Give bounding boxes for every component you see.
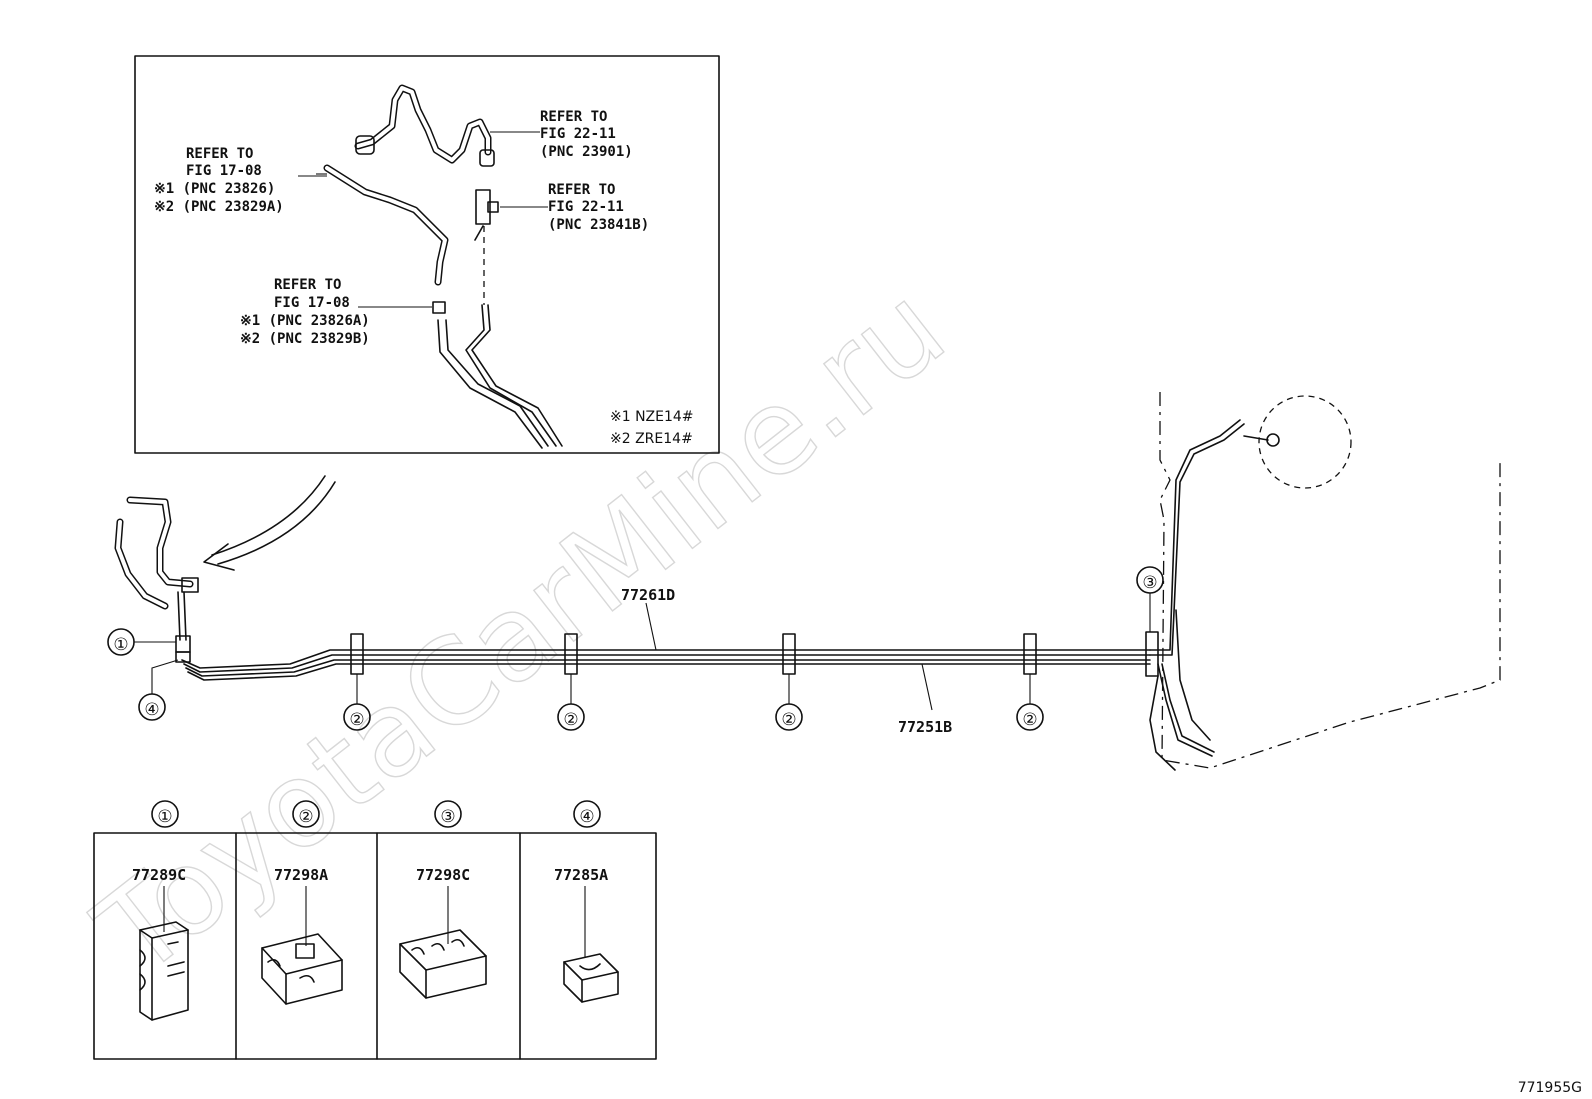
main-assembly: 77261D 77251B ① ④ ② ② ②: [107, 392, 1501, 771]
svg-text:FIG 17-08: FIG 17-08: [186, 163, 262, 179]
svg-text:FIG 17-08: FIG 17-08: [274, 295, 350, 311]
clip-77289C-drawing: [139, 921, 189, 1021]
clip-77285A-drawing: [563, 953, 619, 1003]
svg-text:②: ②: [781, 710, 796, 730]
note-zre: ※2 ZRE14#: [610, 431, 693, 447]
part-label-77261D: 77261D: [621, 586, 675, 604]
marker-3: ③: [1136, 566, 1164, 632]
marker-2a: ②: [343, 674, 371, 731]
diagram-code: 771955G: [1518, 1080, 1582, 1096]
clip-77298A-drawing: [261, 933, 343, 1005]
legend-part-3: 77298C: [416, 866, 470, 884]
svg-text:(PNC 23841B): (PNC 23841B): [548, 217, 649, 233]
legend-table: ① ② ③ ④ 77289C 77298A 77298C 77285A: [93, 800, 657, 1060]
svg-text:②: ②: [1022, 710, 1037, 730]
svg-text:①: ①: [113, 635, 128, 655]
svg-text:FIG 22-11: FIG 22-11: [540, 126, 616, 142]
legend-part-1: 77289C: [132, 866, 186, 884]
pointer-arrow: [203, 475, 336, 571]
marker-4: ④: [138, 659, 179, 721]
marker-2c: ②: [775, 674, 803, 731]
svg-text:②: ②: [563, 710, 578, 730]
svg-text:④: ④: [144, 700, 159, 720]
marker-1: ①: [107, 628, 176, 656]
svg-text:REFER TO: REFER TO: [548, 182, 615, 198]
inset-detail: REFER TO FIG 22-11 (PNC 23901) REFER TO …: [134, 55, 720, 454]
svg-text:②: ②: [298, 807, 313, 827]
svg-text:(PNC 23901): (PNC 23901): [540, 144, 633, 160]
svg-text:REFER TO: REFER TO: [186, 146, 253, 162]
svg-text:※2 (PNC 23829A): ※2 (PNC 23829A): [154, 199, 284, 215]
svg-text:※1 (PNC 23826): ※1 (PNC 23826): [154, 181, 275, 197]
svg-text:※1 (PNC 23826A): ※1 (PNC 23826A): [240, 313, 370, 329]
svg-text:REFER TO: REFER TO: [274, 277, 341, 293]
svg-text:④: ④: [579, 807, 594, 827]
svg-text:③: ③: [440, 807, 455, 827]
marker-2d: ②: [1016, 674, 1044, 731]
callout-clip: REFER TO FIG 22-11 (PNC 23841B): [548, 182, 649, 233]
marker-2b: ②: [557, 674, 585, 731]
note-nze: ※1 NZE14#: [610, 409, 694, 425]
svg-text:FIG 22-11: FIG 22-11: [548, 199, 624, 215]
part-label-77251B: 77251B: [898, 718, 952, 736]
svg-text:REFER TO: REFER TO: [540, 109, 607, 125]
svg-text:※2 (PNC 23829B): ※2 (PNC 23829B): [240, 331, 370, 347]
clip-77298C-drawing: [399, 929, 487, 999]
svg-text:①: ①: [157, 807, 172, 827]
legend-part-2: 77298A: [274, 866, 328, 884]
svg-text:③: ③: [1142, 573, 1157, 593]
callout-fuel-hose: REFER TO FIG 22-11 (PNC 23901): [540, 109, 633, 160]
callout-vapor-hose: REFER TO FIG 17-08 ※1 (PNC 23826) ※2 (PN…: [154, 146, 284, 215]
callout-connector: REFER TO FIG 17-08 ※1 (PNC 23826A) ※2 (P…: [240, 277, 370, 347]
svg-text:②: ②: [349, 710, 364, 730]
legend-part-4: 77285A: [554, 866, 608, 884]
